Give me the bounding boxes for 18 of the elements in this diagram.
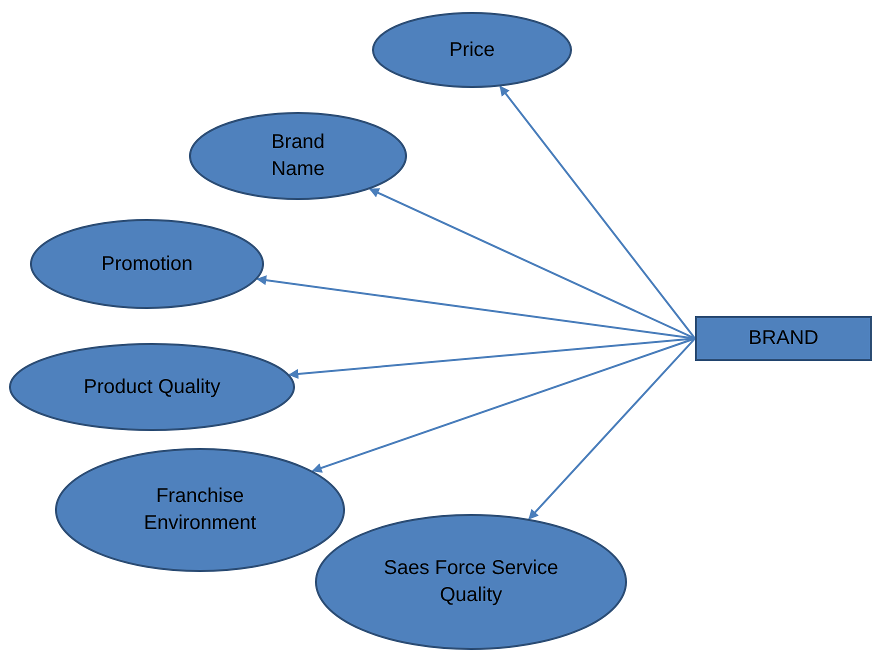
ellipse-node [9, 343, 295, 431]
ellipse-node [315, 514, 627, 650]
node-label: Price [449, 38, 495, 62]
arrow [528, 338, 696, 520]
ellipse-node [55, 448, 345, 572]
rectangle-node [695, 316, 872, 361]
arrow [369, 188, 696, 340]
arrow [499, 86, 696, 340]
node-label: Product Quality [84, 374, 220, 400]
ellipse-node [189, 112, 407, 200]
node-label: Brand Name [270, 130, 326, 182]
node-label: Saes Force Service Quality [382, 556, 560, 608]
ellipse-node [372, 12, 572, 88]
ellipse-node [30, 219, 264, 309]
arrow [312, 338, 696, 473]
node-label: BRAND [748, 326, 818, 351]
node-label: Franchise Environment [142, 484, 258, 536]
node-label: Promotion [101, 252, 193, 276]
